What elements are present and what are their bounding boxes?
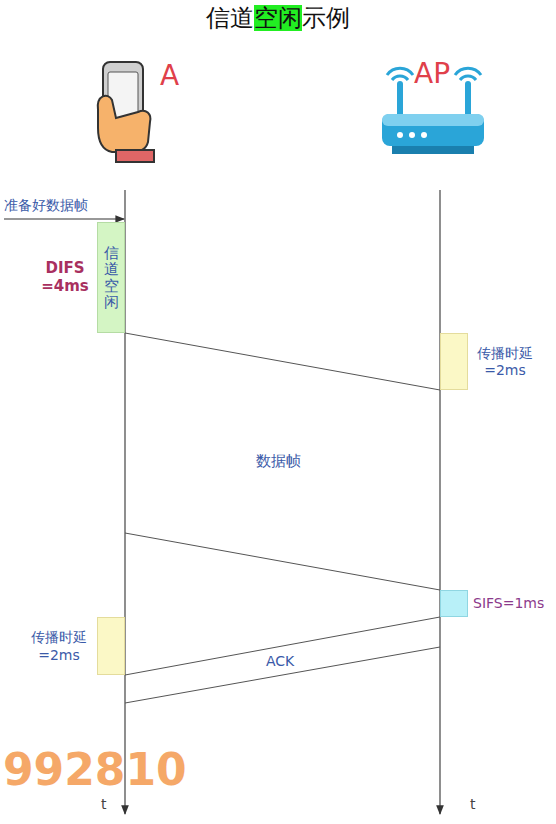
delay-label: 传播时延 =2ms [473, 344, 537, 379]
time-axis-label: t [470, 796, 476, 814]
router-light [397, 132, 403, 138]
router-light [421, 132, 427, 138]
device-label: AP [414, 56, 450, 91]
frame-label: 数据帧 [256, 452, 301, 471]
timeline [439, 190, 440, 814]
sleeve [116, 150, 154, 162]
ack-line [125, 647, 440, 703]
wifi-waves [387, 68, 413, 80]
antenna [397, 84, 403, 118]
frame-line [125, 333, 440, 390]
difs-label: DIFS =4ms [38, 259, 92, 297]
router-base [392, 146, 474, 154]
title: 信道空闲示例 [0, 4, 556, 33]
watermark: 992810 [3, 742, 187, 797]
phone-icon [98, 62, 154, 162]
antenna [465, 84, 471, 118]
delay-box: 传播时延 =2ms [440, 333, 468, 390]
sifs-box: SIFS=1ms [440, 590, 468, 617]
channel-idle-box: DIFS =4ms信道空闲 [97, 222, 125, 333]
router-body [382, 114, 484, 146]
delay-label: 传播时延 =2ms [26, 629, 92, 664]
ack-label: ACK [266, 654, 294, 668]
wifi-waves [455, 68, 481, 80]
idle-text: 信道空闲 [104, 245, 119, 311]
hand [98, 96, 151, 152]
device-label: A [160, 58, 179, 93]
sifs-label: SIFS=1ms [473, 595, 544, 613]
router-top [382, 114, 484, 126]
ready-arrow [4, 218, 124, 219]
delay-box: 传播时延 =2ms [97, 617, 125, 675]
router-light [409, 132, 415, 138]
ready-label: 准备好数据帧 [4, 197, 88, 215]
frame-line [125, 533, 440, 590]
time-axis-label: t [101, 796, 107, 814]
frame-line [125, 617, 440, 675]
